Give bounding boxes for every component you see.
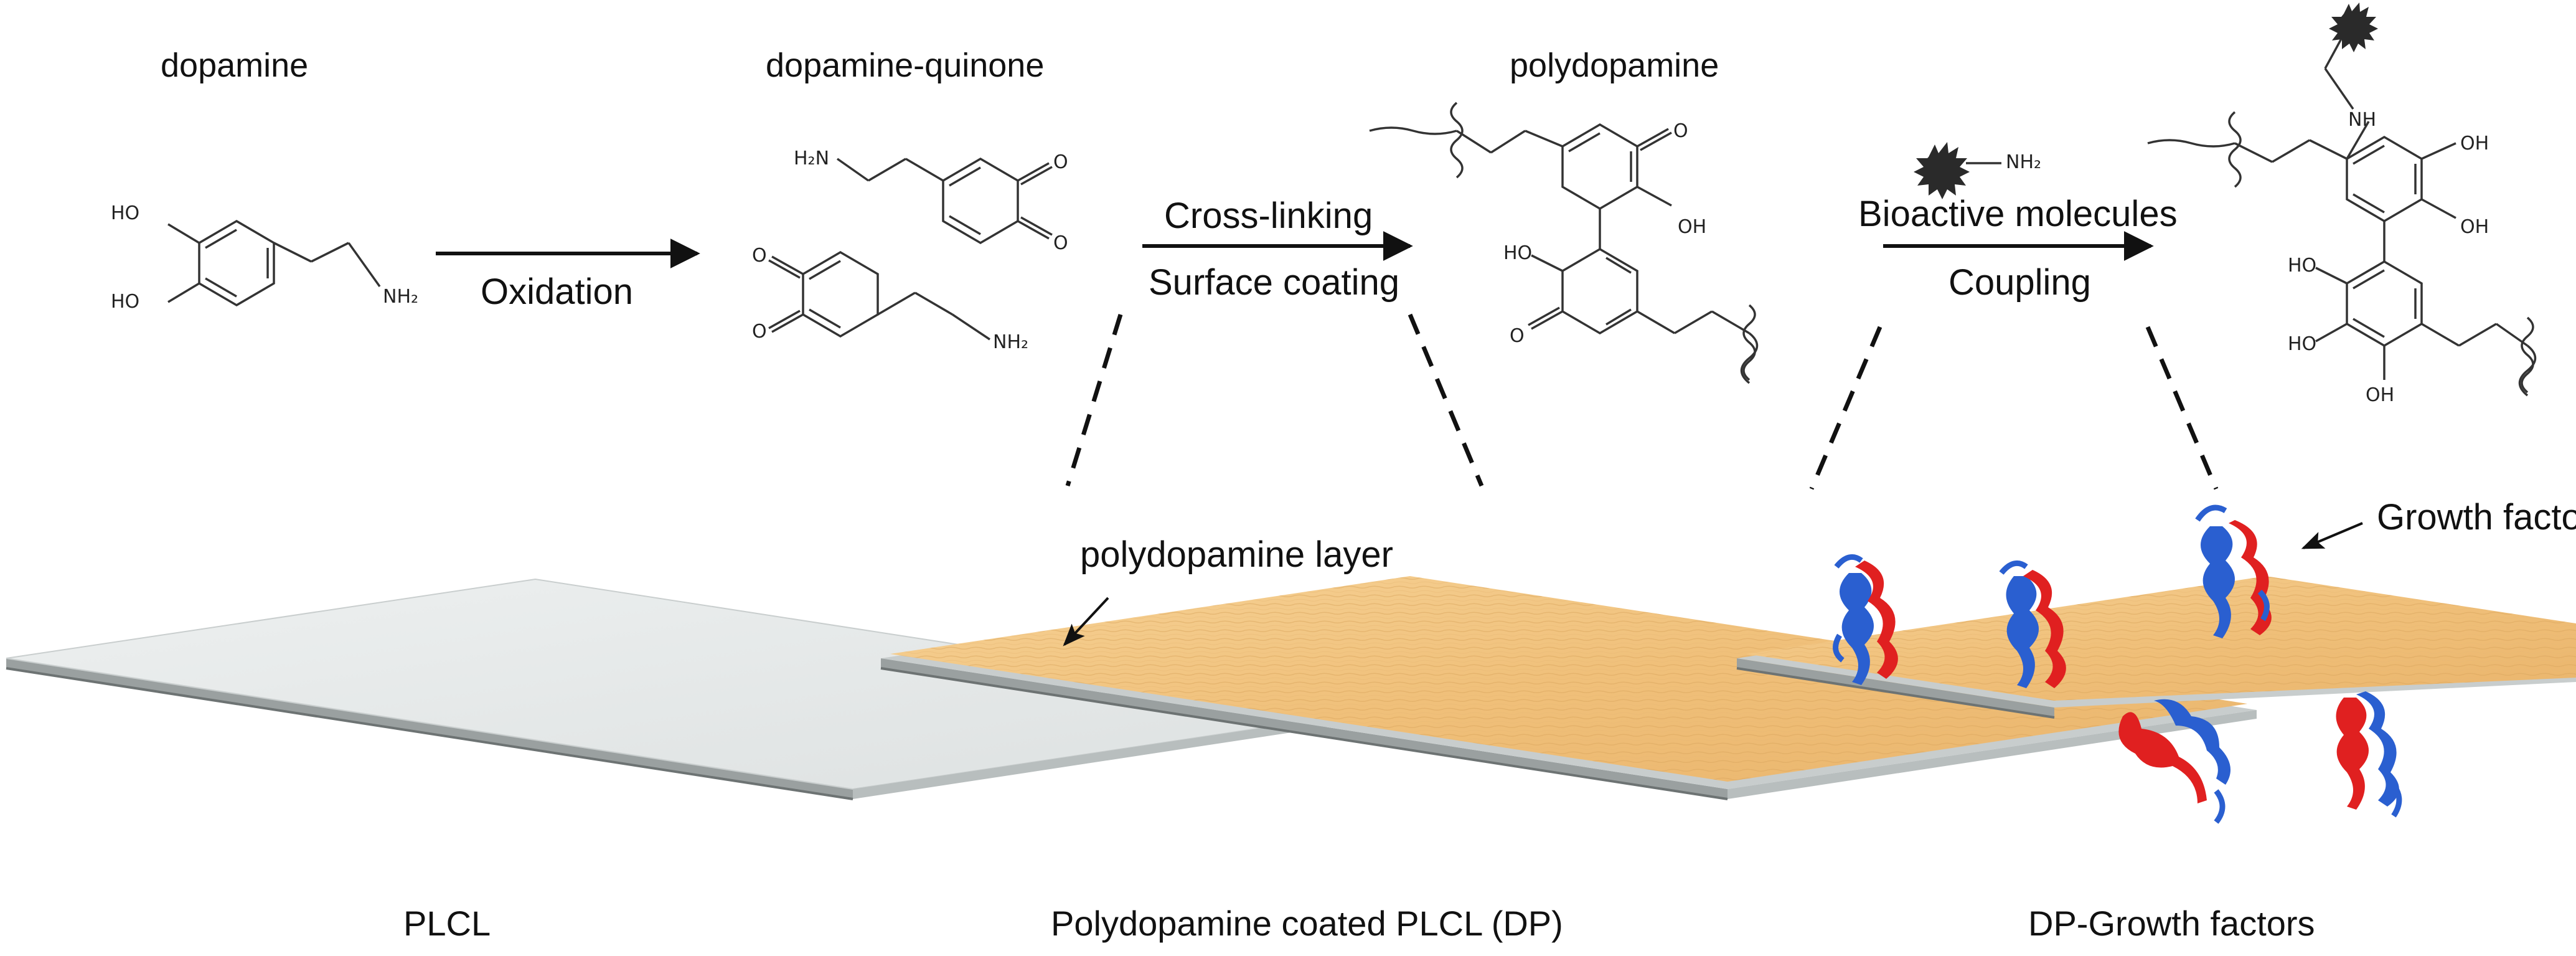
title-dopamine: dopamine (161, 47, 309, 84)
dp-plate (880, 576, 2257, 800)
atom-o-q4: O (752, 321, 767, 343)
atom-o-q3: O (752, 245, 767, 267)
coupled-polydopamine-structure (2147, 34, 2537, 397)
coupling-label: Coupling (1948, 262, 2091, 303)
atom-nh-coupled: NH (2348, 109, 2376, 131)
atom-nh2-quinone: NH₂ (993, 331, 1029, 353)
atom-o-q2: O (1053, 232, 1068, 254)
crosslinking-label: Cross-linking (1164, 196, 1373, 236)
bioactive-molecules-label: Bioactive molecules (1858, 194, 2178, 234)
dopamine-structure (167, 219, 381, 307)
atom-ho-c1: HO (2288, 255, 2317, 277)
attached-molecule-icon (2329, 2, 2378, 52)
quinone-structure-bottom (768, 250, 990, 341)
growth-factor-protein-2 (1999, 560, 2066, 688)
atom-o-pd2: O (1510, 325, 1525, 347)
dpgf-plate (1736, 576, 2576, 719)
atom-oh-c3: OH (2366, 384, 2395, 406)
caption-plcl: PLCL (403, 904, 491, 943)
atom-nh2-dopamine: NH₂ (383, 286, 419, 308)
plcl-plate (6, 578, 1383, 800)
atom-o-pd1: O (1673, 120, 1688, 142)
growth-factor-protein-1 (1833, 554, 1898, 685)
growth-factor-protein-3 (2195, 504, 2272, 638)
oxidation-label: Oxidation (481, 272, 634, 312)
atom-oh-pd: OH (1678, 216, 1707, 238)
growth-factor-protein-4 (2118, 699, 2230, 824)
caption-dp-growth-factors: DP-Growth factors (2028, 904, 2315, 943)
atom-ho-c2: HO (2288, 333, 2317, 355)
title-polydopamine: polydopamine (1510, 47, 1719, 84)
growth-factor-label: Growth factor (2377, 497, 2576, 537)
atom-nh2-bioactive: NH₂ (2006, 151, 2042, 173)
atom-h2n-quinone: H₂N (794, 148, 830, 169)
atom-ho-2: HO (111, 291, 140, 313)
growth-factor-pointer (2301, 522, 2363, 549)
quinone-structure-top (836, 157, 1053, 245)
growth-factor-protein-5 (2336, 691, 2402, 818)
atom-oh-c2: OH (2460, 216, 2489, 238)
atom-ho-pd: HO (1503, 242, 1533, 264)
caption-dp: Polydopamine coated PLCL (DP) (1051, 904, 1563, 943)
pd-layer-pointer (1063, 597, 1109, 646)
atom-ho-1: HO (111, 202, 140, 224)
polydopamine-structure (1369, 102, 1759, 384)
title-dopamine-quinone: dopamine-quinone (766, 47, 1045, 84)
bioactive-molecule-icon (1914, 142, 2001, 199)
guide-dashes (1065, 313, 2219, 490)
atom-o-q1: O (1053, 151, 1068, 173)
surface-coating-label: Surface coating (1149, 262, 1400, 303)
polydopamine-layer-label: polydopamine layer (1080, 534, 1393, 575)
atom-oh-c1: OH (2460, 133, 2489, 154)
